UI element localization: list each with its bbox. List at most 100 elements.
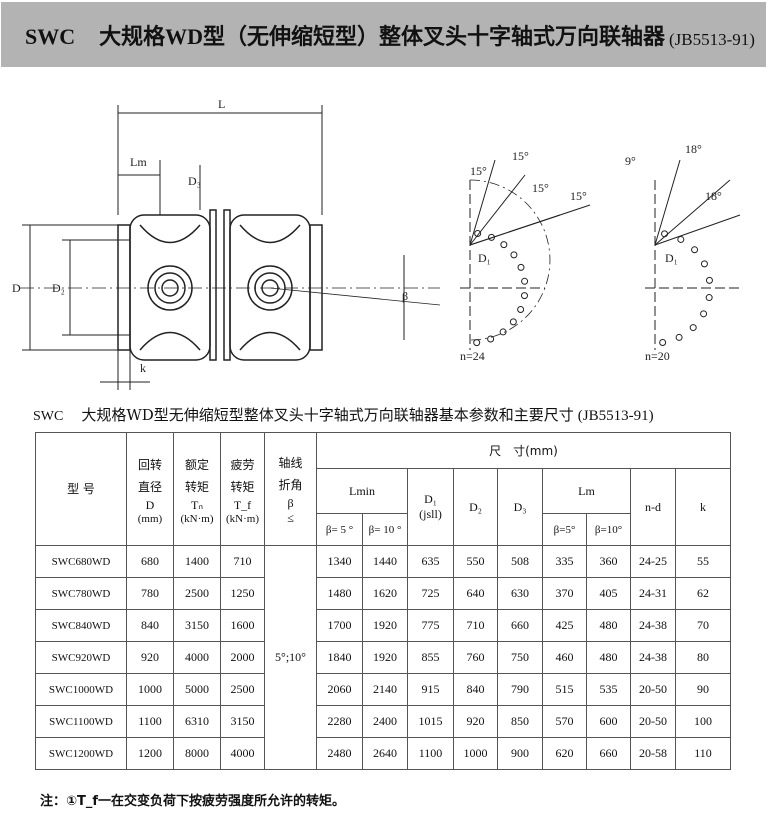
bolt-hole [517, 305, 525, 313]
cell-Tf: 2500 [220, 673, 265, 706]
cell-model: SWC680WD [35, 545, 127, 578]
cell-model: SWC840WD [35, 609, 127, 642]
cell-L10: 2640 [362, 737, 408, 770]
cell-D: 1100 [126, 705, 174, 738]
cell-D3: 900 [497, 737, 543, 770]
bolt-hole [487, 233, 495, 241]
cell-nd: 20-50 [630, 705, 676, 738]
cell-k: 62 [675, 577, 731, 610]
cell-Tn: 1400 [173, 545, 221, 578]
cell-Lm5: 460 [542, 641, 587, 674]
bolt-hole [509, 318, 517, 326]
bolt-hole [474, 230, 482, 238]
cell-D: 780 [126, 577, 174, 610]
label-beta: β [402, 289, 408, 303]
cell-Tn: 3150 [173, 609, 221, 642]
bolt-pattern-24: 15° 15° 15° 15° D₁ n=24 [460, 149, 591, 363]
cell-D1: 725 [407, 577, 454, 610]
cell-D1: 775 [407, 609, 454, 642]
cell-nd: 24-25 [630, 545, 676, 578]
cell-D1: 635 [407, 545, 454, 578]
count-label-20: n=20 [645, 349, 670, 363]
cell-D1: 855 [407, 641, 454, 674]
cell-k: 90 [675, 673, 731, 706]
cell-Lm10: 480 [586, 641, 631, 674]
cell-D1: 1015 [407, 705, 454, 738]
cell-Tf: 3150 [220, 705, 265, 738]
bolt-pattern-20: 9° 18° 18° D₁ n=20 [625, 142, 741, 363]
cell-D: 1000 [126, 673, 174, 706]
cell-L5: 1840 [316, 641, 363, 674]
bolt-hole [510, 251, 518, 259]
cell-Lm5: 620 [542, 737, 587, 770]
cell-k: 70 [675, 609, 731, 642]
cell-D1: 915 [407, 673, 454, 706]
cell-Lm5: 570 [542, 705, 587, 738]
bolt-hole [700, 310, 708, 318]
cell-D2: 640 [453, 577, 498, 610]
header-k: k [675, 468, 731, 546]
header-Lmin-b10: β= 10 ° [362, 513, 408, 546]
cell-Tf: 1250 [220, 577, 265, 610]
header-model: 型 号 [35, 432, 127, 546]
standard-code: (JB5513-91) [669, 29, 755, 49]
header-Lm-b5: β=5° [542, 513, 587, 546]
svg-text:18°: 18° [685, 142, 702, 156]
cell-D3: 508 [497, 545, 543, 578]
label-D2: D₂ [52, 281, 65, 295]
cell-D: 1200 [126, 737, 174, 770]
cell-D2: 1000 [453, 737, 498, 770]
cell-Tf: 4000 [220, 737, 265, 770]
label-D3: D₃ [188, 174, 201, 188]
cell-D3: 850 [497, 705, 543, 738]
svg-text:15°: 15° [470, 164, 487, 178]
label-k: k [140, 361, 146, 375]
cell-model: SWC920WD [35, 641, 127, 674]
cell-k: 100 [675, 705, 731, 738]
cell-D3: 750 [497, 641, 543, 674]
coupling-body [117, 209, 323, 361]
header-Lm-b10: β=10° [586, 513, 631, 546]
cell-model: SWC1000WD [35, 673, 127, 706]
cell-Lm10: 360 [586, 545, 631, 578]
cell-nd: 24-31 [630, 577, 676, 610]
series-code: SWC [25, 23, 76, 49]
cell-Lm10: 660 [586, 737, 631, 770]
bolt-hole [705, 276, 713, 284]
cell-Tn: 5000 [173, 673, 221, 706]
cell-D: 680 [126, 545, 174, 578]
bolt-hole [500, 241, 508, 249]
svg-text:D₁: D₁ [478, 251, 491, 265]
cell-L5: 1480 [316, 577, 363, 610]
label-D: D [12, 281, 21, 295]
bolt-hole [677, 235, 685, 243]
cell-model: SWC780WD [35, 577, 127, 610]
cell-L10: 1440 [362, 545, 408, 578]
bolt-hole [499, 328, 507, 336]
svg-text:15°: 15° [512, 149, 529, 163]
header-nd: n-d [630, 468, 676, 546]
cell-Lm10: 600 [586, 705, 631, 738]
cell-Lm5: 335 [542, 545, 587, 578]
bolt-hole [689, 324, 697, 332]
cell-L5: 2480 [316, 737, 363, 770]
label-L: L [218, 97, 225, 111]
cell-Lm5: 515 [542, 673, 587, 706]
cell-L10: 1920 [362, 609, 408, 642]
bolt-hole [473, 339, 481, 347]
cell-Lm10: 535 [586, 673, 631, 706]
cell-D1: 1100 [407, 737, 454, 770]
bolt-hole [700, 260, 708, 268]
label-Lm: Lm [130, 155, 147, 169]
cell-nd: 24-38 [630, 609, 676, 642]
cell-Tn: 4000 [173, 641, 221, 674]
